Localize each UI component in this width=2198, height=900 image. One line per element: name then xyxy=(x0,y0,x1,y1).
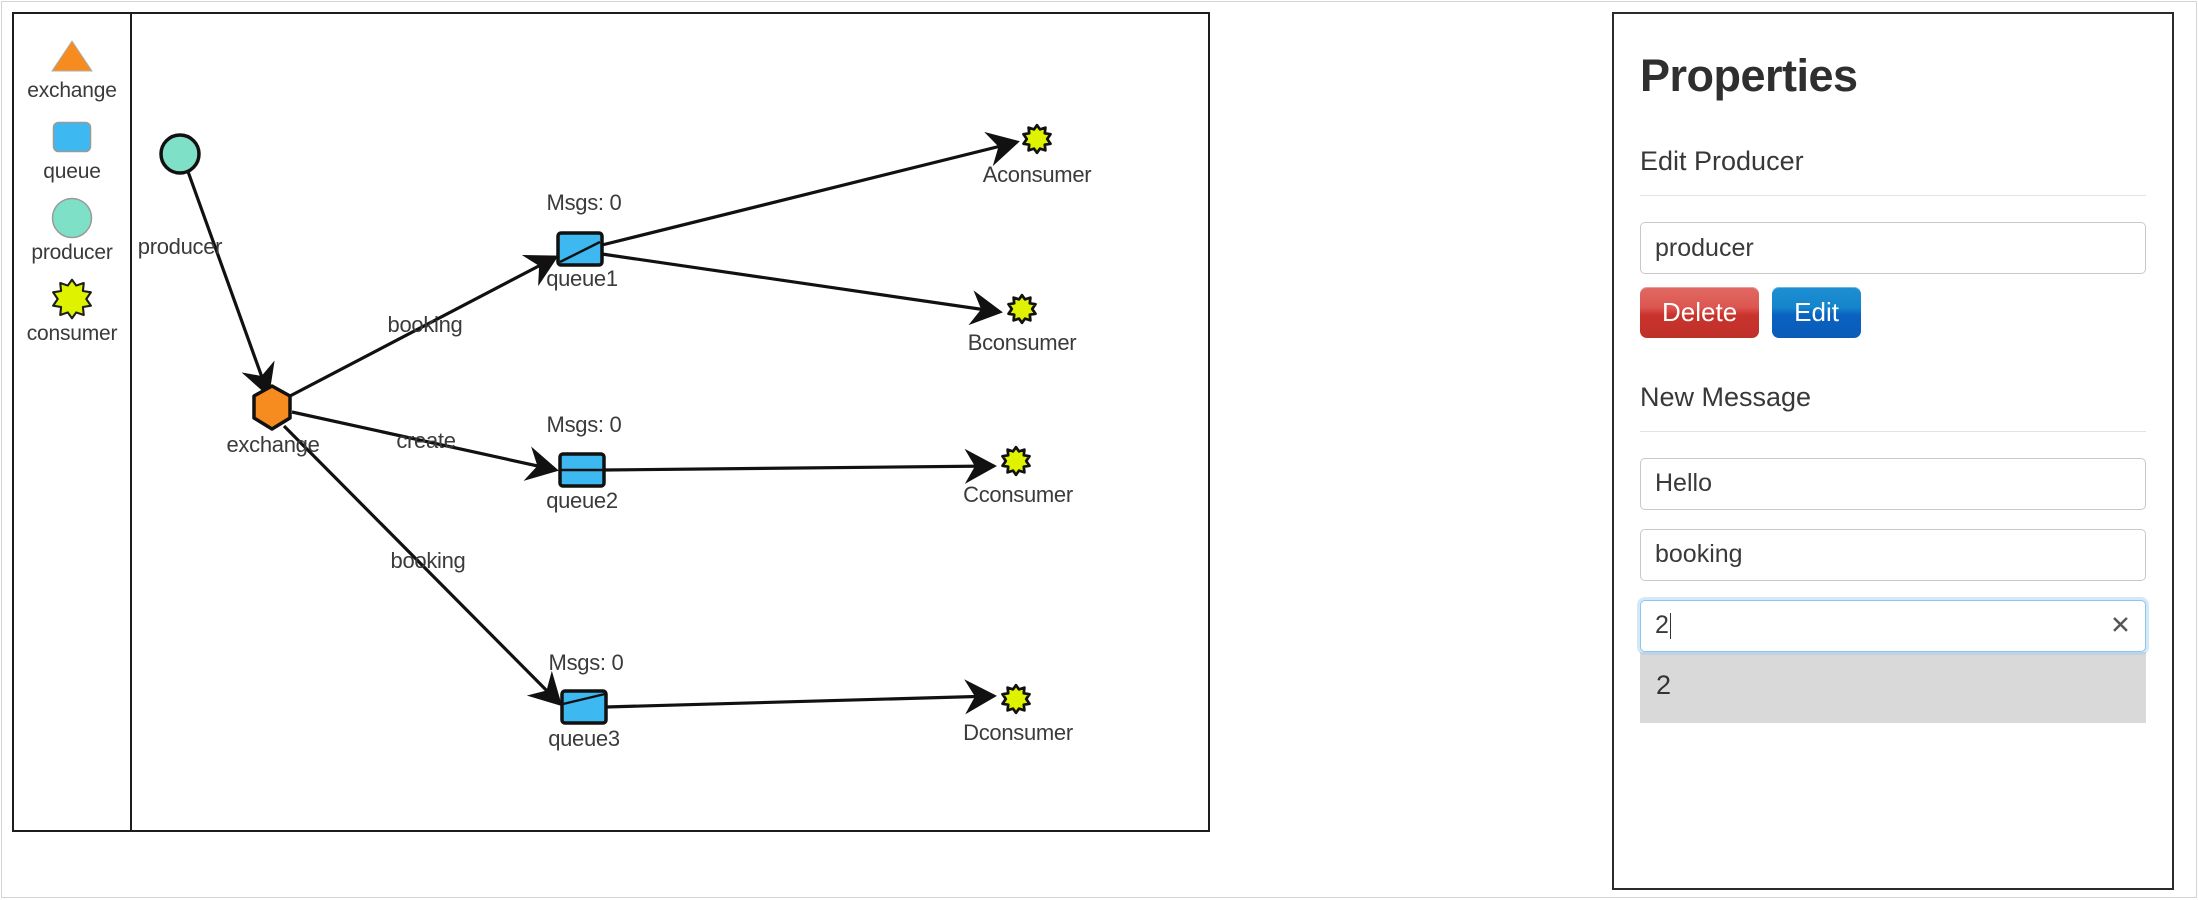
new-message-heading: New Message xyxy=(1640,381,1812,412)
edge-queue3-dconsumer xyxy=(605,679,997,715)
edge-exchange-queue1 xyxy=(289,254,559,398)
node-queue3 xyxy=(560,689,608,725)
edge-queue1-bconsumer xyxy=(601,252,1003,326)
text-caret xyxy=(1669,612,1671,639)
divider-new-message xyxy=(1640,430,2146,432)
node-bconsumer xyxy=(1007,293,1037,325)
star-yellow-icon xyxy=(49,278,95,320)
node-queue2 xyxy=(558,452,606,488)
legend-label-queue: queue xyxy=(43,160,101,183)
diagram-canvas[interactable]: producer exchange Msgs: 0 queue1 Msgs: 0… xyxy=(132,12,1210,832)
msgs-label-queue3: Msgs: 0 xyxy=(548,650,624,675)
close-icon[interactable]: ✕ xyxy=(2110,611,2131,640)
edge-exchange-queue2 xyxy=(291,410,559,481)
node-label-queue1: queue1 xyxy=(546,266,618,291)
legend-item-consumer: consumer xyxy=(14,278,130,346)
edge-producer-exchange xyxy=(184,165,275,397)
page-title: Properties xyxy=(1640,50,1858,101)
node-aconsumer xyxy=(1022,123,1052,155)
msgs-label-queue1: Msgs: 0 xyxy=(546,190,622,215)
node-label-cconsumer: Cconsumer xyxy=(963,482,1073,507)
delete-button[interactable]: Delete xyxy=(1640,287,1760,338)
edit-producer-heading: Edit Producer xyxy=(1640,146,1804,176)
properties-panel: Properties Edit Producer producer Delete… xyxy=(1612,12,2174,890)
node-producer xyxy=(159,133,201,175)
message-count-autocomplete: 2 ✕ 2 xyxy=(1640,599,2146,723)
autocomplete-option[interactable]: 2 xyxy=(1656,669,1672,700)
edit-button[interactable]: Edit xyxy=(1772,287,1861,338)
routing-key-input[interactable]: booking xyxy=(1640,528,2146,581)
node-exchange xyxy=(252,384,292,431)
message-count-value: 2 xyxy=(1655,611,1669,640)
triangle-orange-icon xyxy=(49,36,95,76)
legend-panel: exchange queue producer xyxy=(12,12,132,832)
edge-label-create-queue2: create xyxy=(396,428,456,453)
autocomplete-dropdown: 2 xyxy=(1640,651,2146,723)
circle-teal-icon xyxy=(49,197,95,239)
edit-producer-actions: Delete Edit xyxy=(1640,287,2146,338)
edge-queue1-aconsumer xyxy=(601,131,1020,247)
divider-edit xyxy=(1640,195,2146,196)
rect-blue-icon xyxy=(49,117,95,157)
node-label-queue3: queue3 xyxy=(548,726,620,751)
node-cconsumer xyxy=(1001,445,1031,477)
diagram-graph xyxy=(159,123,1052,725)
legend-item-queue: queue xyxy=(14,117,130,184)
legend-item-exchange: exchange xyxy=(14,36,130,103)
edge-label-booking-queue3: booking xyxy=(390,548,466,573)
node-queue1 xyxy=(556,231,604,267)
edge-queue2-cconsumer xyxy=(603,448,997,484)
node-label-dconsumer: Dconsumer xyxy=(963,720,1073,745)
legend-label-producer: producer xyxy=(31,241,113,264)
edge-label-booking-queue1: booking xyxy=(387,312,463,337)
node-label-exchange: exchange xyxy=(226,432,320,457)
edge-exchange-queue3 xyxy=(282,424,563,707)
node-label-queue2: queue2 xyxy=(546,488,618,513)
node-label-producer: producer xyxy=(137,234,223,259)
legend-label-consumer: consumer xyxy=(26,322,118,345)
message-count-input[interactable]: 2 ✕ xyxy=(1640,599,2146,652)
legend-label-exchange: exchange xyxy=(27,79,117,102)
node-label-aconsumer: Aconsumer xyxy=(982,162,1092,187)
legend-item-producer: producer xyxy=(14,197,130,265)
producer-name-input[interactable]: producer xyxy=(1640,222,2146,274)
node-label-bconsumer: Bconsumer xyxy=(967,330,1077,355)
message-body-input[interactable]: Hello xyxy=(1640,457,2146,510)
node-dconsumer xyxy=(1001,683,1031,715)
msgs-label-queue2: Msgs: 0 xyxy=(546,412,622,437)
